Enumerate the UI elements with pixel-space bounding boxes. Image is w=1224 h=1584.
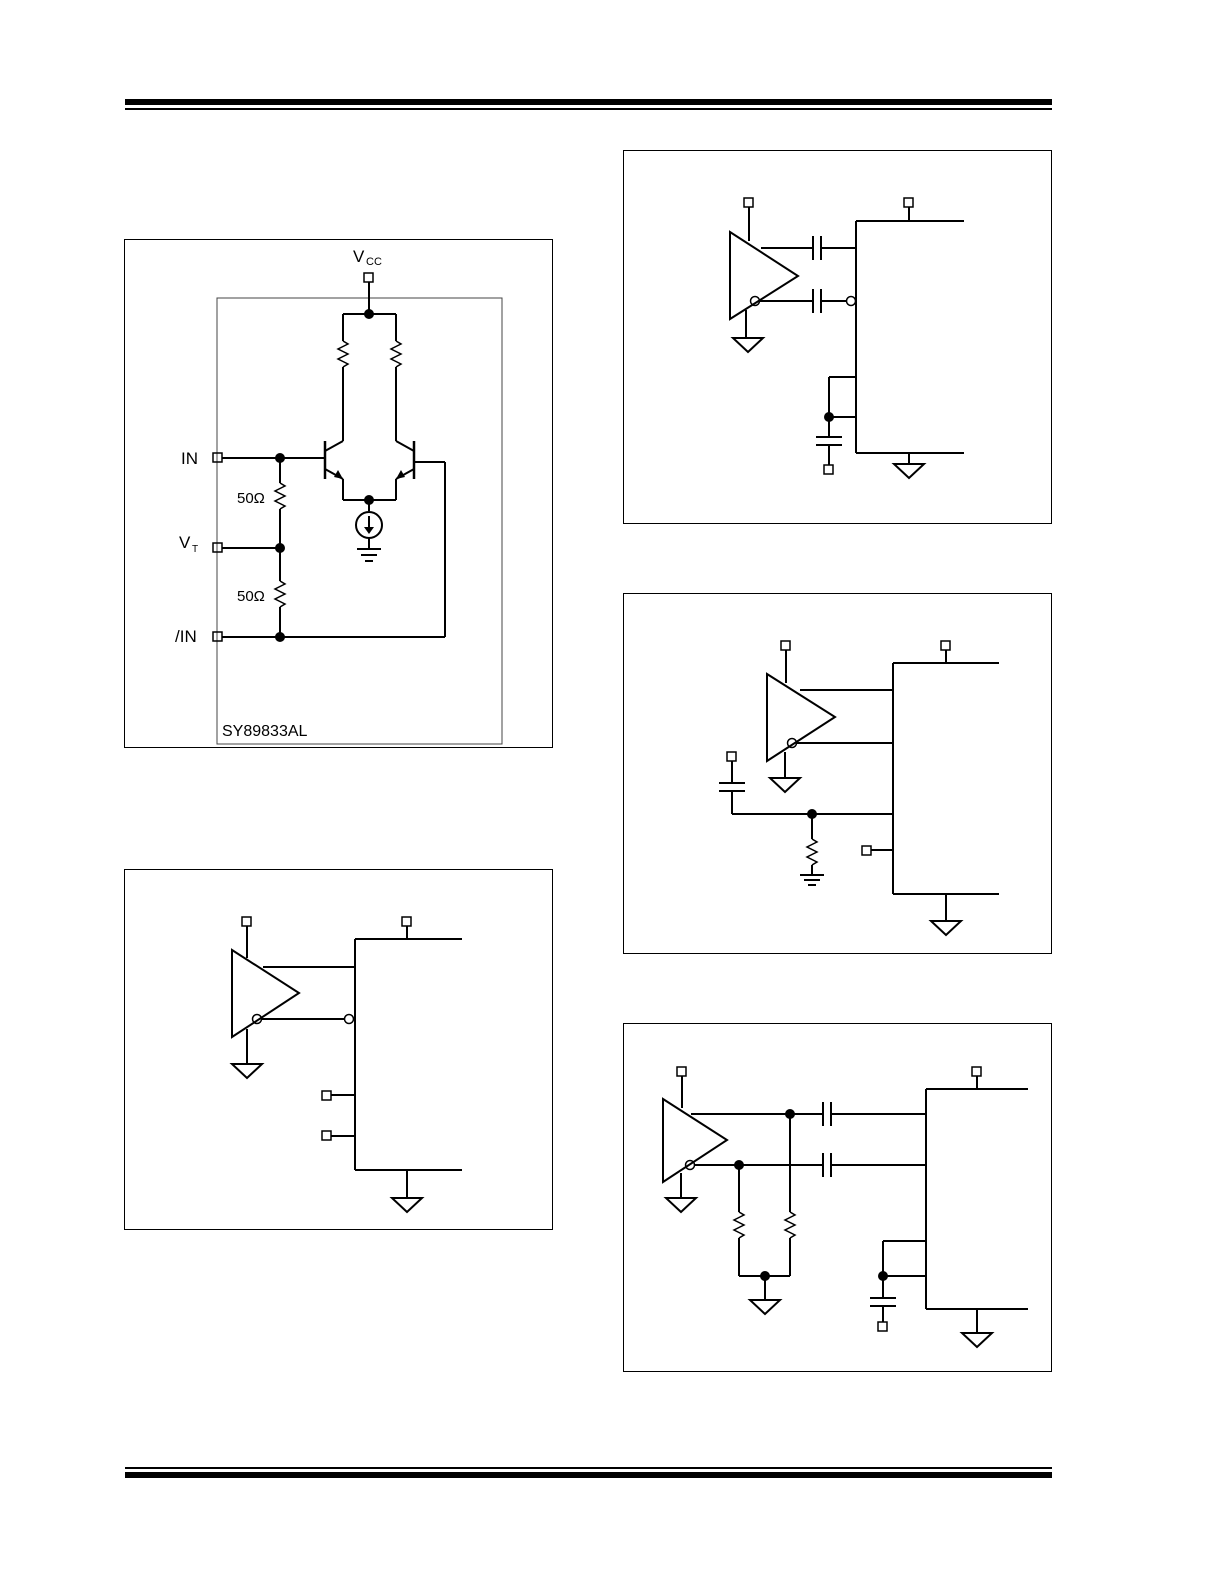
receiver-vcc-pin-icon [401, 916, 412, 927]
ac-pulldown-schematic [662, 1066, 1028, 1349]
vcc-label: V [353, 247, 365, 266]
termination-resistor-bottom-icon [273, 580, 287, 608]
driver-ground-icon [663, 1197, 699, 1214]
in-label: IN [181, 449, 198, 468]
receiver-ground-icon [928, 920, 964, 937]
ac-coupled-figure [623, 150, 1052, 524]
load-resistor-left-icon [336, 340, 350, 368]
driver-vcc-pin-icon [241, 916, 252, 927]
receiver-vcc-pin-icon [903, 197, 914, 208]
vcc-pin-icon [363, 272, 374, 283]
receiver-pin-b-icon [321, 1130, 332, 1141]
driver-buffer-icon [662, 1097, 729, 1184]
receiver-pin-icon [861, 845, 872, 856]
bottom-rule-thin [125, 1467, 1052, 1469]
driver-vcc-pin-icon [780, 640, 791, 651]
driver-buffer-icon [766, 672, 837, 763]
dc-coupled-figure [124, 869, 553, 1230]
receiver-pin-a-icon [321, 1090, 332, 1101]
device-label: SY89833AL [222, 723, 308, 740]
bias-network-schematic [719, 640, 999, 937]
load-resistor-right-icon [389, 340, 403, 368]
dc-coupled-schematic [229, 916, 462, 1214]
pulldown-resistor-right-icon [783, 1211, 797, 1239]
input-stage-schematic: V CC IN V T /IN 50Ω 50Ω SY89833AL [175, 247, 503, 745]
r-bottom-label: 50Ω [237, 588, 265, 605]
bias-resistor-icon [805, 838, 819, 866]
bypass-cap-pin-icon [877, 1321, 888, 1332]
vcc-subscript: CC [366, 256, 382, 268]
vt-subscript: T [192, 544, 198, 555]
receiver-ground-icon [891, 463, 927, 480]
driver-buffer-icon [729, 230, 800, 321]
receiver-ground-icon [389, 1197, 425, 1214]
pulldown-resistor-left-icon [732, 1211, 746, 1239]
ac-pulldown-figure [623, 1023, 1052, 1372]
cap-pin-icon [726, 751, 737, 762]
driver-vcc-pin-icon [743, 197, 754, 208]
pulldown-ground-icon [747, 1299, 783, 1316]
receiver-vcc-pin-icon [940, 640, 951, 651]
bias-network-figure [623, 593, 1052, 954]
driver-ground-icon [767, 777, 803, 794]
r-top-label: 50Ω [237, 490, 265, 507]
receiver-vcc-pin-icon [971, 1066, 982, 1077]
driver-ground-icon [229, 1063, 265, 1080]
termination-resistor-top-icon [273, 482, 287, 510]
top-rule-thin [125, 108, 1052, 110]
driver-buffer-icon [231, 948, 301, 1039]
driver-vcc-pin-icon [676, 1066, 687, 1077]
ac-coupled-schematic [729, 197, 964, 480]
vt-label: V [179, 533, 191, 552]
nin-label: /IN [175, 627, 197, 646]
top-rule-thick [125, 99, 1052, 105]
receiver-ground-icon [959, 1332, 995, 1349]
bypass-cap-pin-icon [823, 464, 834, 475]
input-stage-figure: V CC IN V T /IN 50Ω 50Ω SY89833AL [124, 239, 553, 748]
device-boundary-box [216, 297, 503, 745]
bottom-rule-thick [125, 1472, 1052, 1478]
driver-ground-icon [730, 337, 766, 354]
